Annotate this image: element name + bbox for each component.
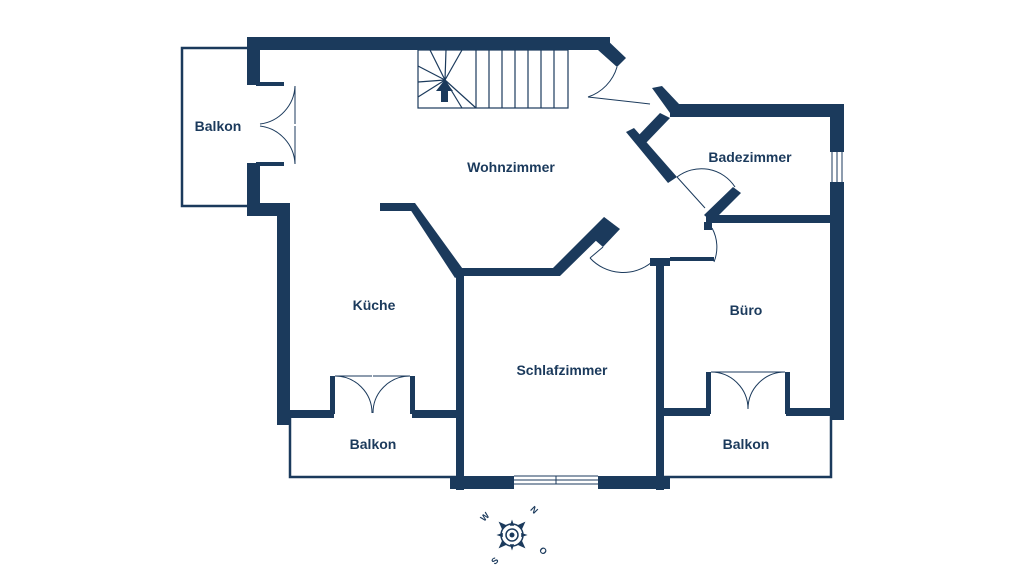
balcony-west-outline: [180, 46, 250, 208]
room-label-balkon-kueche: Balkon: [350, 436, 397, 452]
room-label-balkon-buero: Balkon: [723, 436, 770, 452]
door-balkon-buero: [710, 371, 786, 410]
wall-right-upper: [830, 104, 844, 152]
door-balkon-west: [256, 82, 296, 166]
wall-bedroom-right-top: [650, 258, 670, 266]
wall-left-mid: [247, 163, 260, 206]
door-buero: [670, 227, 718, 263]
door-corridor-upper: [587, 66, 651, 105]
wall-kitchen-stub: [380, 203, 413, 211]
wall-left-lower: [277, 203, 290, 425]
wall-bath-diagonal-upper: [637, 113, 670, 144]
room-label-balkon-west: Balkon: [195, 118, 242, 134]
wall-bedroom-door-jamb: [595, 217, 620, 247]
door-badezimmer: [676, 168, 736, 209]
wall-top: [247, 37, 610, 50]
wall-kitchen-diagonal: [406, 203, 465, 278]
wall-office-jamb-left: [706, 372, 711, 414]
room-label-wohnzimmer: Wohnzimmer: [467, 159, 555, 175]
compass-letter-o: O: [537, 545, 549, 557]
room-labels: Balkon Wohnzimmer Badezimmer Küche Schla…: [195, 118, 793, 452]
door-balkon-kueche: [334, 375, 411, 414]
wall-office-top-jamb: [704, 222, 712, 230]
compass-letter-w: W: [478, 510, 491, 523]
room-label-schlafzimmer: Schlafzimmer: [516, 362, 608, 378]
wall-bath-bottom: [706, 215, 836, 223]
window-bedroom: [514, 475, 598, 485]
wall-left-upper: [247, 37, 260, 85]
balcony-office-outline: [664, 416, 833, 479]
wall-bath-top: [670, 104, 844, 117]
wall-bedroom-left: [456, 268, 464, 490]
doors: [256, 66, 786, 414]
wall-bottom-right: [598, 476, 670, 489]
staircase: [417, 49, 569, 109]
compass-letter-n: N: [528, 504, 540, 516]
window-bath: [831, 152, 843, 182]
room-label-buero: Büro: [730, 302, 763, 318]
wall-bath-diagonal-bottom: [704, 187, 741, 222]
compass-icon: [496, 519, 528, 551]
door-schlafzimmer: [589, 246, 653, 274]
wall-kitchen-jamb-right: [410, 376, 415, 414]
wall-kitchen-jamb-left: [330, 376, 335, 414]
walls: [247, 37, 844, 490]
wall-office-bottom-left: [664, 408, 710, 416]
room-label-kueche: Küche: [353, 297, 396, 313]
wall-kitchen-bottom-right: [412, 410, 460, 418]
balcony-outlines: [180, 46, 843, 485]
wall-bedroom-right: [656, 262, 664, 490]
wall-top-diagonal: [598, 37, 626, 67]
wall-bath-diagonal-lower: [626, 128, 677, 183]
arrow-up-icon: [436, 80, 453, 102]
wall-kitchen-bottom-left: [277, 410, 334, 418]
balcony-kitchen-outline: [288, 418, 456, 479]
compass-letter-s: S: [489, 555, 500, 566]
wall-bedroom-top: [456, 268, 560, 276]
wall-bottom-left: [450, 476, 514, 489]
room-label-badezimmer: Badezimmer: [708, 149, 792, 165]
wall-office-jamb-right: [785, 372, 790, 414]
wall-right-lower: [830, 182, 844, 420]
wall-bedroom-diagonal: [553, 217, 613, 276]
wall-office-bottom-right: [786, 408, 844, 416]
